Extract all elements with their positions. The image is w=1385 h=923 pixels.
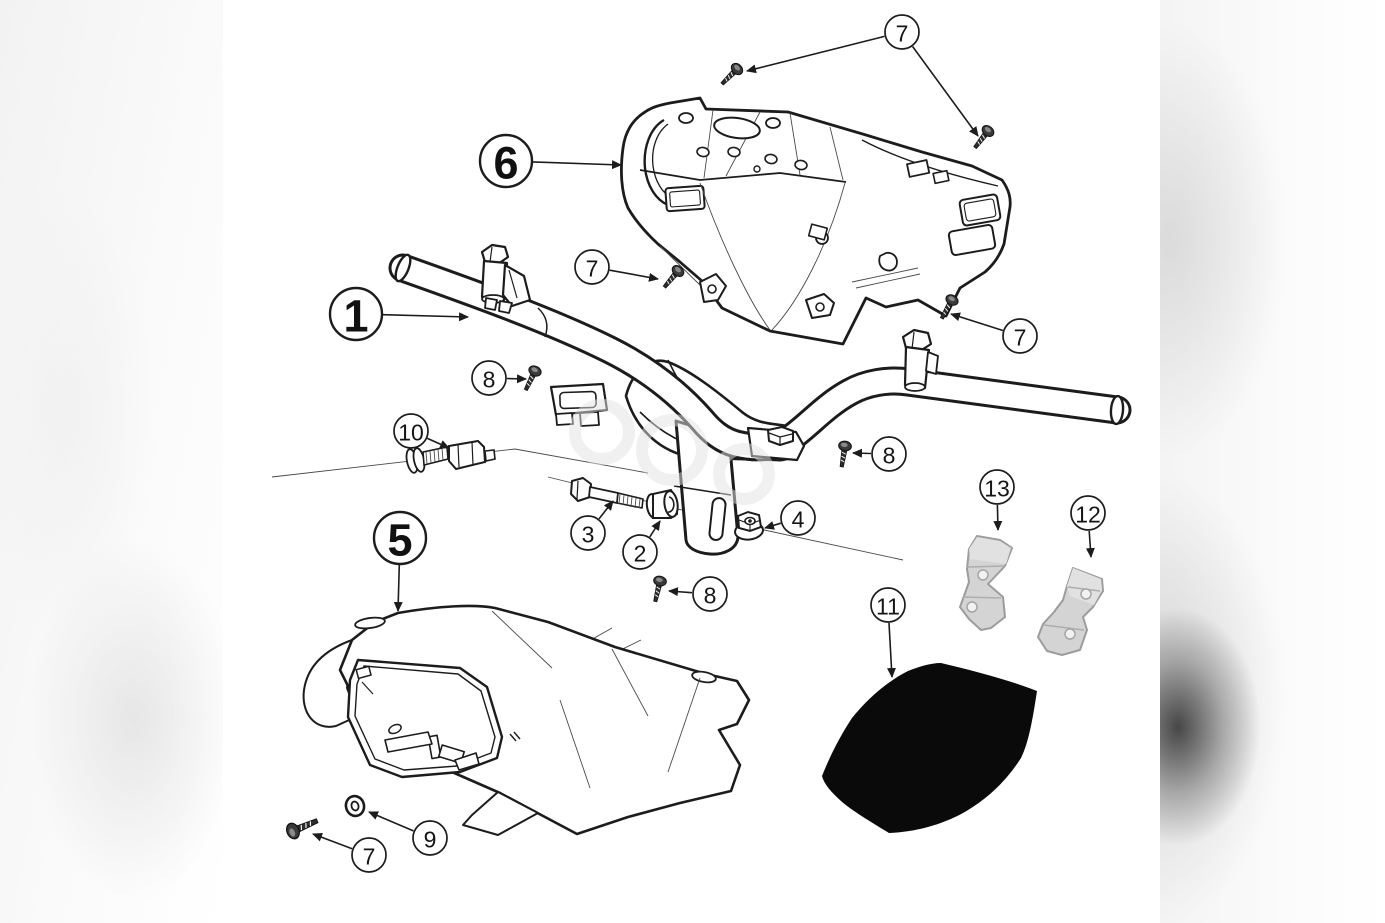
callout-5-c5: 5 — [372, 510, 428, 612]
callout-number: 12 — [1075, 502, 1101, 528]
watermark — [569, 399, 775, 505]
callout-circle — [622, 534, 658, 570]
callout-number: 7 — [363, 844, 376, 870]
callout-number: 8 — [704, 583, 717, 609]
callout-circle — [884, 14, 920, 50]
callout-arrow — [911, 46, 979, 137]
pad-part — [822, 663, 1037, 833]
callout-arrow — [368, 811, 414, 832]
callout-arrow — [950, 312, 1004, 332]
spacer-part-2 — [645, 488, 679, 519]
callout-circle — [1002, 318, 1038, 354]
right-blur-band — [1160, 0, 1385, 923]
callout-7-c7c: 7 — [950, 312, 1038, 354]
callout-number: 8 — [483, 367, 496, 393]
upper-cover-part — [620, 96, 1012, 346]
callout-arrow — [746, 35, 885, 74]
nut-part-4 — [734, 510, 764, 541]
screw-8-bottom — [648, 574, 668, 604]
callout-arrow — [427, 437, 450, 449]
callout-7-c7b: 7 — [574, 249, 659, 285]
callout-circle — [1070, 495, 1106, 531]
callout-3-c3: 3 — [570, 500, 614, 551]
callout-number: 11 — [876, 594, 900, 620]
callout-circle — [393, 413, 429, 449]
assembly-part-10 — [405, 439, 496, 474]
lower-cover-latch-details — [355, 665, 480, 771]
callout-8-c8a: 8 — [471, 360, 527, 396]
callout-13-c13: 13 — [979, 469, 1015, 531]
callout-number: 7 — [586, 256, 599, 282]
callout-circle — [780, 500, 816, 536]
screw-7-top-left — [717, 60, 746, 89]
callout-circle — [871, 436, 907, 472]
callout-layer: 7 6 7 7 1 8 10 8 3 2 4 13 12 5 8 11 9 7 — [312, 14, 1106, 873]
callout-circle — [478, 133, 534, 189]
callout-7-c7d: 7 — [312, 832, 387, 873]
callout-arrow — [887, 622, 896, 678]
callout-circle — [372, 510, 428, 566]
screw-8-right — [834, 439, 853, 469]
callout-circle — [870, 587, 906, 623]
callout-circle — [328, 286, 384, 342]
callout-number: 10 — [398, 420, 424, 446]
callout-11-c11: 11 — [870, 587, 906, 678]
callout-arrow — [764, 521, 782, 530]
bracket-12-part — [1037, 567, 1104, 656]
callout-number: 7 — [1014, 325, 1027, 351]
callout-number: 4 — [792, 507, 805, 533]
callout-arrow — [312, 832, 353, 850]
callout-8-c8c: 8 — [668, 576, 728, 612]
callout-circle — [471, 360, 507, 396]
callout-arrow — [668, 587, 693, 597]
callout-circle — [574, 249, 610, 285]
callout-number: 1 — [343, 291, 368, 342]
washer-part-9 — [344, 794, 366, 818]
callout-arrow — [598, 500, 614, 520]
callout-circle — [979, 469, 1015, 505]
callout-arrow — [609, 269, 659, 282]
callout-1-c1: 1 — [328, 286, 469, 342]
callout-number: 13 — [984, 476, 1010, 502]
callout-arrow — [852, 448, 872, 458]
bolt-part-3 — [570, 477, 644, 509]
handlebar-part — [388, 253, 1132, 462]
bracket-13-part — [959, 535, 1013, 631]
left-blur-band — [0, 0, 223, 923]
callout-8-c8b: 8 — [852, 436, 907, 472]
callout-arrow — [1085, 530, 1095, 558]
callout-circle — [351, 837, 387, 873]
callout-number: 5 — [387, 515, 412, 566]
callout-2-c2: 2 — [622, 520, 661, 570]
callout-number: 9 — [424, 827, 437, 853]
callout-6-c6: 6 — [478, 133, 622, 189]
callout-4-c4: 4 — [764, 500, 816, 536]
callout-number: 8 — [883, 443, 896, 469]
callout-7-c7a: 7 — [746, 14, 979, 137]
callout-arrow — [532, 160, 622, 170]
callout-12-c12: 12 — [1070, 495, 1106, 558]
callout-9-c9: 9 — [368, 811, 448, 856]
callout-circle — [570, 515, 606, 551]
callout-arrow — [393, 564, 403, 612]
callout-10-c10: 10 — [393, 413, 450, 449]
callout-arrow — [993, 504, 1003, 531]
callout-arrow — [649, 520, 661, 538]
lower-cover-part — [302, 604, 751, 836]
callout-arrow — [382, 312, 469, 322]
callout-circle — [692, 576, 728, 612]
callout-number: 2 — [634, 541, 647, 567]
callout-arrow — [506, 374, 527, 384]
callout-number: 7 — [896, 21, 909, 47]
callout-circle — [412, 820, 448, 856]
callout-number: 3 — [582, 522, 595, 548]
callout-number: 6 — [493, 138, 518, 189]
screw-7-top-right — [969, 122, 997, 152]
screw-7-bottom — [283, 812, 321, 842]
